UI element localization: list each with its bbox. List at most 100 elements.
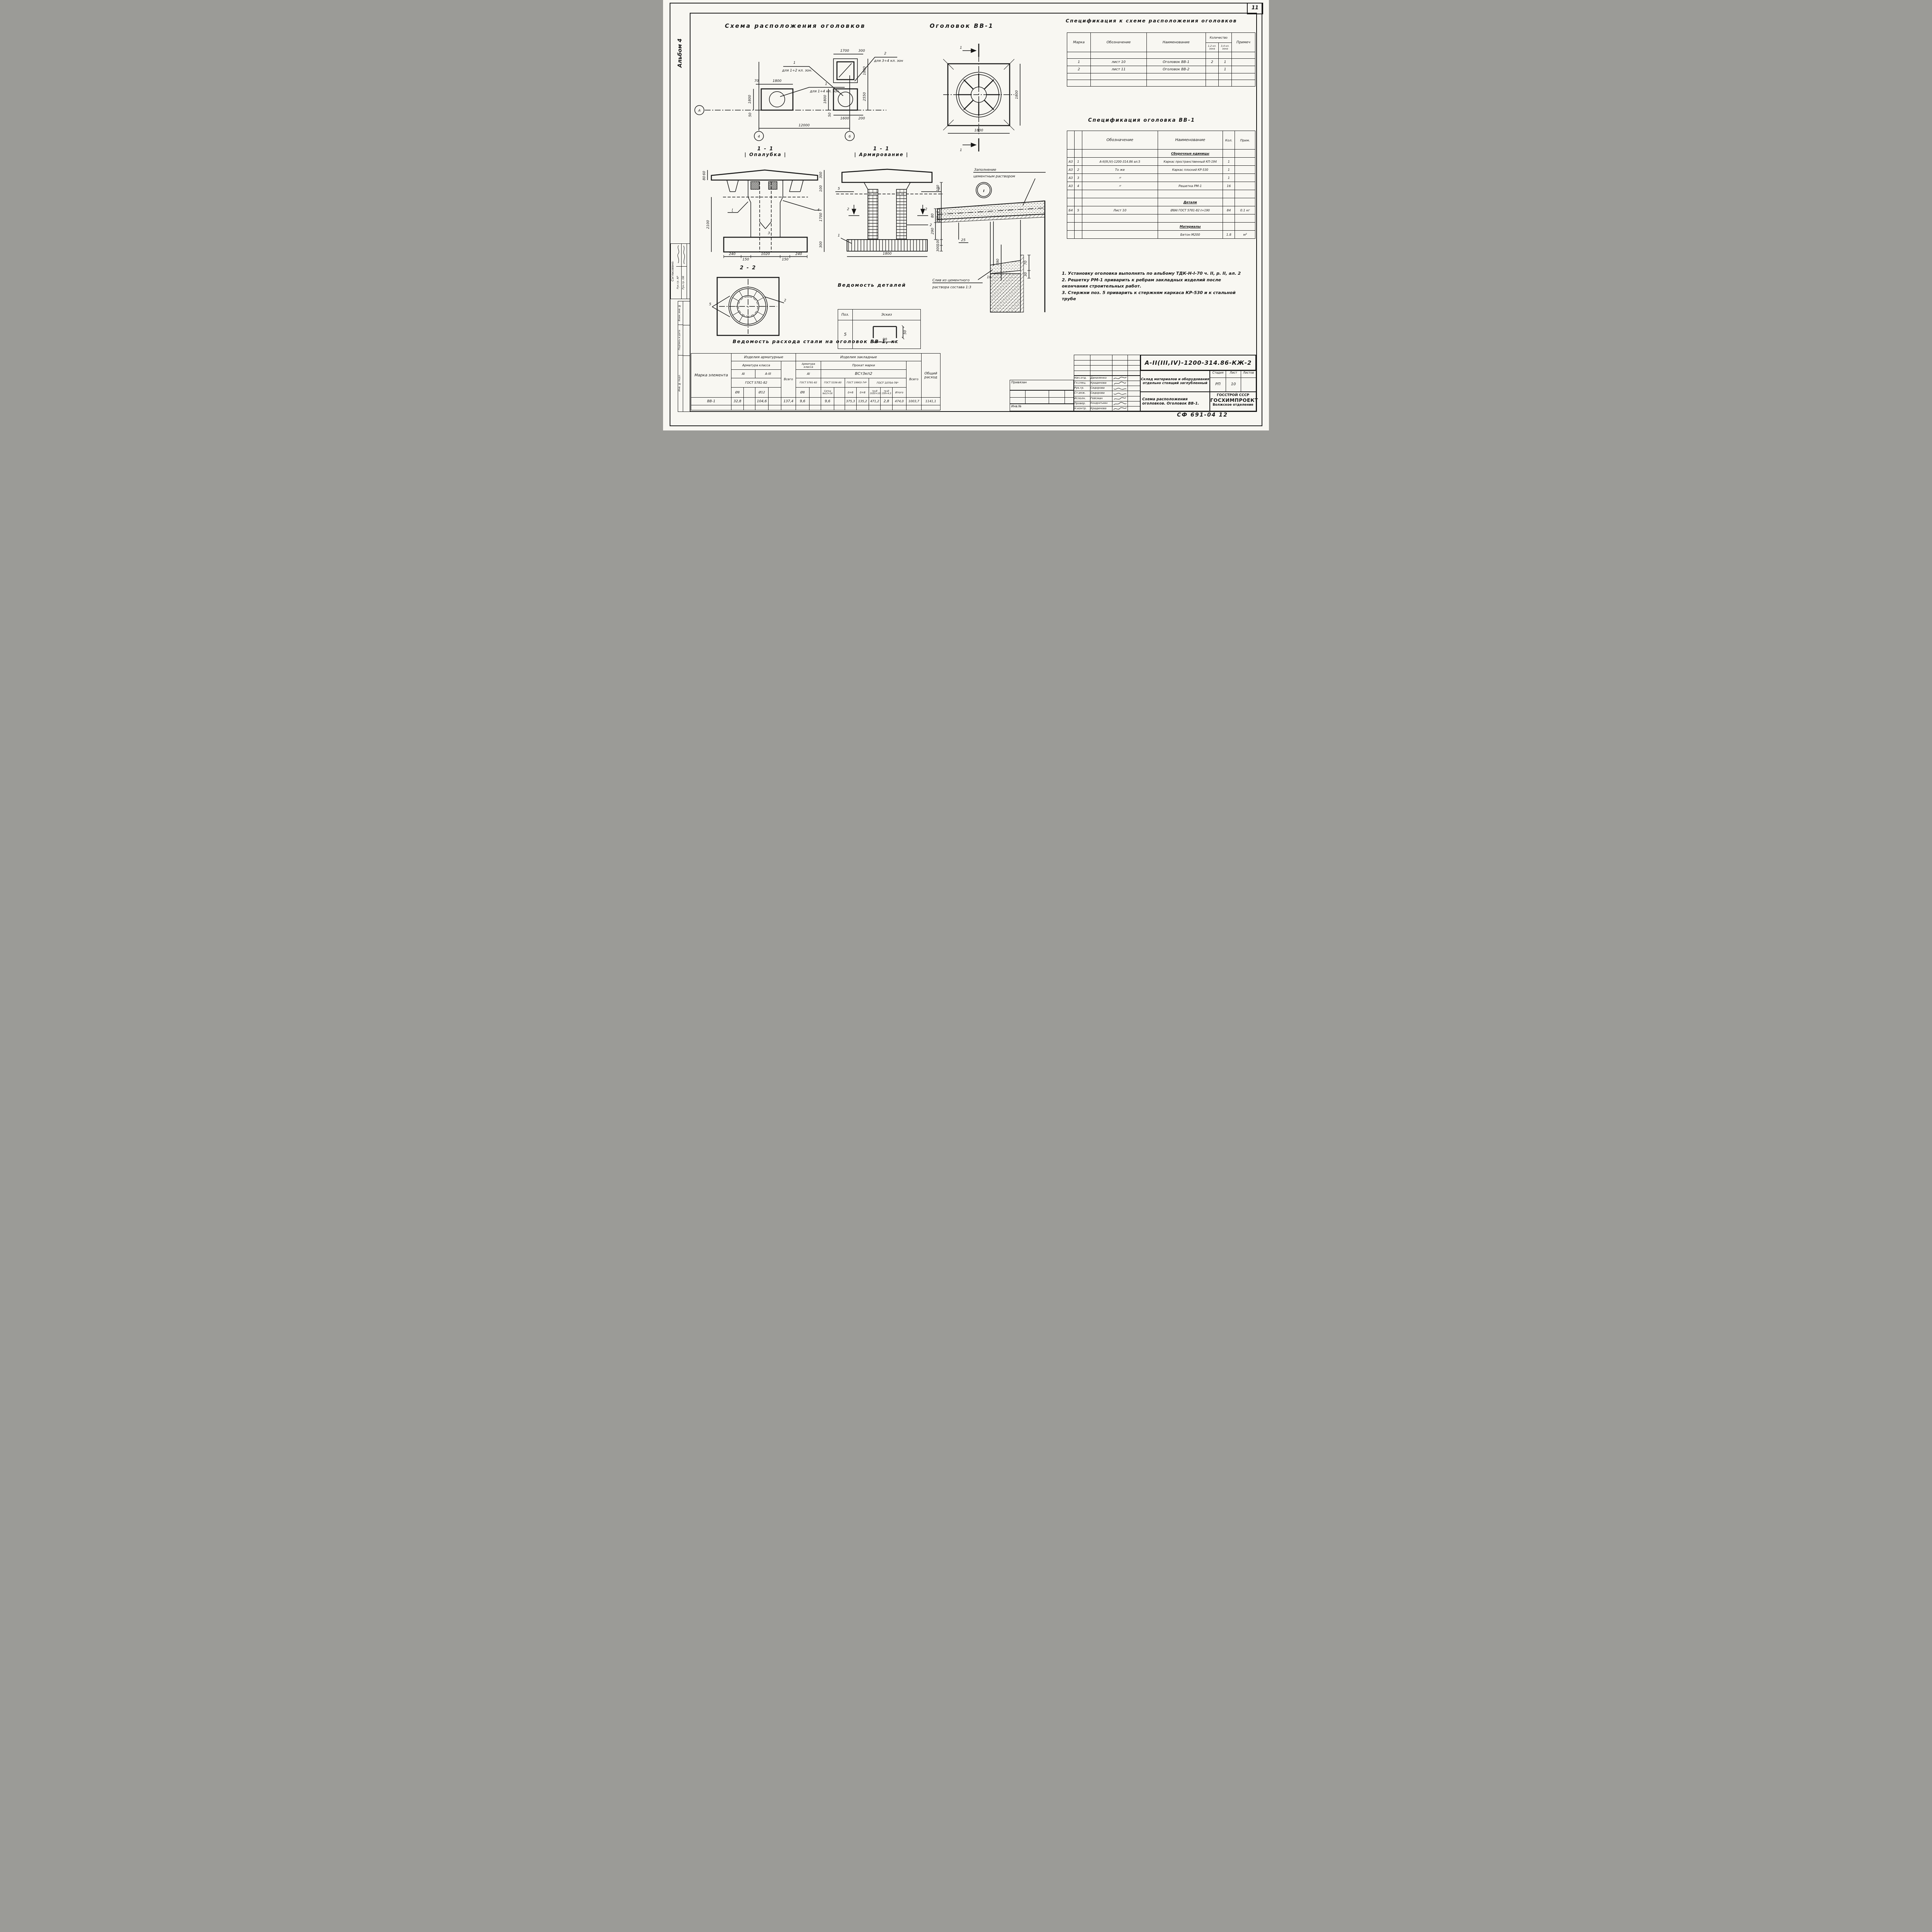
spec1-empty: [1231, 52, 1256, 59]
tb-signature: [1112, 396, 1128, 401]
svg-text:5: 5: [709, 303, 711, 306]
tb-name: Крадинова: [1090, 406, 1112, 412]
tb-name: Сидорова: [1090, 391, 1112, 396]
svg-text:300: 300: [936, 245, 940, 252]
spec1-empty: [1218, 73, 1232, 80]
scheme-right-pads: 1700 300 1800 2550 2 для 3÷4 кл. зон 180…: [782, 49, 903, 121]
tb-org1: ГОССТРОЙ СССР: [1216, 393, 1250, 397]
steel-h-vst: ВСт3кп2: [820, 369, 907, 378]
details-h-poz: Поз.: [838, 309, 853, 320]
sec11a-dims: 60 80 2100 300 100 1700 300 240 150 1020…: [702, 170, 825, 262]
steel-h-obshiy: Общий расход: [921, 353, 941, 398]
spec1-empty: [1090, 80, 1147, 87]
spec2-h-prim: Прим.: [1235, 131, 1255, 150]
svg-text:5: 5: [838, 187, 840, 191]
svg-text:2: 2: [925, 207, 927, 211]
svg-text:2100: 2100: [706, 220, 710, 229]
frame-label-vzam: Взам. инв. №: [678, 304, 681, 321]
svg-text:1800: 1800: [883, 252, 892, 256]
scheme-left-pad: 70 1800 1800 50 1 для 1÷4 кл. зон: [748, 79, 845, 117]
steel-h-vsego-1: Всего: [781, 361, 796, 398]
steel-h-a3: А-III: [755, 369, 781, 378]
tb-signature: [1112, 406, 1128, 412]
steel-h-b6: δ=6: [844, 387, 857, 398]
details-row-eskiz: 90 50: [852, 320, 921, 349]
steel-h-itogo: Итого: [892, 387, 907, 398]
spec1-empty: [1218, 80, 1232, 87]
sec11b-subtitle: | Армирование |: [845, 152, 918, 157]
spec2-h-c1: [1067, 131, 1075, 150]
svg-text:25: 25: [961, 238, 966, 242]
agreed-signature-2: [682, 244, 687, 267]
svg-text:1600: 1600: [840, 117, 849, 121]
svg-text:100: 100: [936, 239, 940, 245]
sec11a-callouts: I 4 3: [728, 200, 821, 235]
divider: |: [784, 152, 787, 157]
agreed-block: Согласовано: Рук.гр. АР Рук.гр. ОВ: [670, 243, 690, 299]
svg-text:1700: 1700: [819, 213, 823, 221]
sec11b-callouts: 5 5 2 2 2 1: [835, 187, 941, 244]
sec11b-drawing: 5 5 2 2 2 1 100 250×6 100 300 1800: [835, 168, 943, 257]
details-h-eskiz: Эскиз: [852, 309, 921, 320]
tb-org-cell: ГОССТРОЙ СССР ГОСХИМПРОЕКТ Волжское отде…: [1210, 392, 1258, 411]
spec1-empty: [1066, 80, 1091, 87]
svg-text:3: 3: [768, 231, 770, 235]
agreed-row-2: Рук.гр. ОВ: [682, 276, 685, 290]
divider: |: [906, 152, 909, 157]
node-detail-body: [937, 200, 1046, 313]
plan-body: [943, 56, 1015, 134]
tb-signature: [1112, 376, 1128, 381]
steel-h-armklass: Арматура класса: [731, 361, 781, 370]
svg-text:1: 1: [793, 61, 796, 65]
signature-squiggle: [683, 245, 685, 264]
svg-text:1020: 1020: [761, 252, 770, 256]
agreed-row-1: Рук.гр. АР: [676, 276, 679, 289]
tb-h-sheets: Листов: [1243, 371, 1254, 374]
tb-role: Ст.инж.: [1074, 391, 1090, 396]
steel-h-armklass-2: Арматура класса: [796, 361, 821, 370]
steel-h-vsego-2: Всего: [906, 361, 922, 398]
steel-h-prokat: Прокат марки: [820, 361, 907, 370]
node-detail-dims: 80 290 25 390 10 70 30: [931, 208, 1031, 281]
steel-h-f8: Ø8: [731, 387, 744, 398]
tb-name: Гейсман: [1090, 396, 1112, 401]
tb-privyazan-grid: [1010, 390, 1074, 404]
detail-5-sketch: 90 50: [872, 325, 907, 344]
spec1-empty: [1090, 73, 1147, 80]
svg-text:60: 60: [702, 171, 706, 175]
plan-cut-marks: 1 1: [960, 44, 980, 152]
steel-h-f8-2: Ø8: [796, 387, 810, 398]
frame-label-podpis: Подпись и дата: [678, 330, 681, 350]
note-3: 3. Стержни поз. 5 приварить к стержням к…: [1062, 290, 1236, 302]
tb-doc-cell: Схема расположения оголовков. Оголовок В…: [1140, 392, 1210, 411]
spec2-section-materials: Материалы: [1067, 222, 1255, 231]
frame-label-column: Взам. инв. № Подпись и дата Инв. № подл.: [678, 301, 690, 412]
svg-text:для 1÷4 кл. зон: для 1÷4 кл. зон: [810, 90, 839, 94]
svg-text:2: 2: [784, 299, 786, 303]
agreed-col-1: Рук.гр. АР: [676, 244, 682, 299]
svg-text:1800: 1800: [1015, 90, 1019, 99]
sec11a-title: 1 - 1: [757, 146, 774, 152]
tb-sheets-value: [1241, 378, 1256, 392]
sec11a-cap: [711, 169, 818, 197]
sec11a-subtitle-text: Опалубка: [749, 152, 782, 157]
steel-h-tr2: тр.Ø 159×4,5: [880, 387, 893, 398]
frame-label-inv-cell: Инв. № подл.: [678, 355, 683, 412]
svg-text:290: 290: [931, 228, 935, 234]
tb-signature: [1112, 381, 1128, 386]
svg-text:150: 150: [782, 258, 788, 262]
steel-h-a1-2: АI: [796, 369, 821, 378]
tb-org2: ГОСХИМПРОЕКТ: [1210, 397, 1258, 403]
sec11b-body: [836, 168, 940, 252]
svg-text:1800: 1800: [863, 66, 867, 75]
steel-h-gost5781-2: ГОСТ 5781-82: [796, 378, 821, 388]
spec2-h-naim: Наименование: [1157, 131, 1223, 150]
steel-h-b8: δ=8: [856, 387, 869, 398]
svg-text:300: 300: [819, 172, 823, 178]
album-label: Альбом 4: [677, 38, 683, 68]
frame-label-inv: Инв. № подл.: [678, 374, 681, 392]
spec1-empty: [1231, 80, 1256, 87]
spec2-h-c2: [1074, 131, 1082, 150]
steel-h-marka: Марка элемента: [690, 353, 732, 398]
spec1-empty: [1205, 52, 1219, 59]
